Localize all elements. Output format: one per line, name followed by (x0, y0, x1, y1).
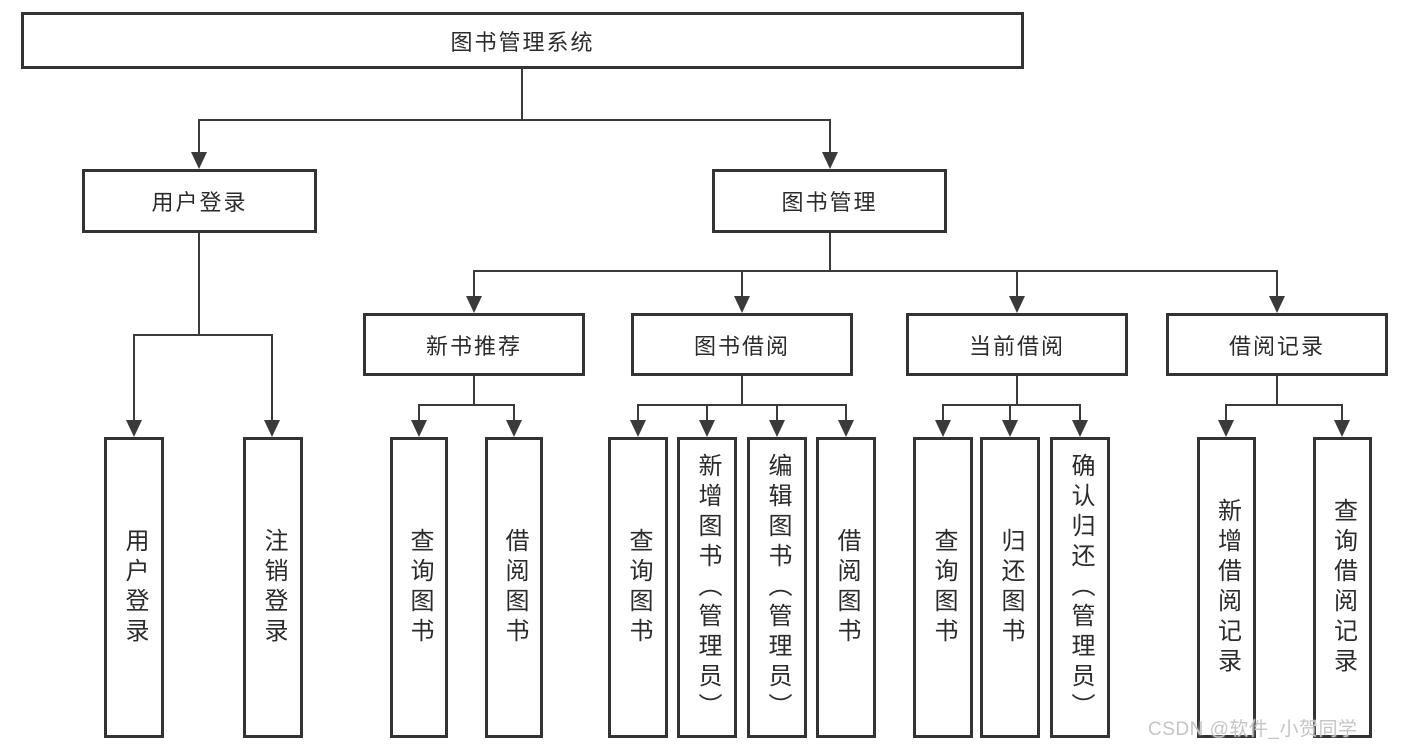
connector-drop-leaf (942, 404, 944, 421)
connector-drop-leaf (706, 404, 708, 421)
node-root-library-system: 图书管理系统 (21, 12, 1024, 69)
connector-drop-level3 (1016, 270, 1018, 297)
node-label: 当前借阅 (968, 333, 1065, 359)
leaf-confirm-return-admin: 确认归还（管理员） (1050, 437, 1110, 738)
leaf-borrow-books-recommend: 借阅图书 (485, 437, 543, 738)
connector-drop-leaf (1079, 404, 1081, 421)
connector-drop-level3 (473, 270, 475, 297)
connector-drop-leaf (513, 404, 515, 421)
arrow-down-icon (126, 420, 142, 437)
arrow-down-icon (699, 420, 715, 437)
connector-drop-leaf (637, 404, 639, 421)
leaf-label: 新增借阅记录 (1213, 497, 1241, 678)
leaf-query-books-recommend: 查询图书 (390, 437, 448, 738)
csdn-watermark: CSDN @软件_小贺同学 (1148, 719, 1358, 740)
leaf-label: 归还图书 (997, 527, 1024, 648)
leaf-return-books: 归还图书 (980, 437, 1040, 738)
leaf-add-borrow-record: 新增借阅记录 (1197, 437, 1256, 738)
arrow-down-icon (838, 420, 854, 437)
arrow-down-icon (1002, 420, 1018, 437)
leaf-label: 查询图书 (930, 527, 957, 648)
arrow-down-icon (1334, 420, 1350, 437)
connector-level2-hbar (198, 119, 831, 121)
arrow-down-icon (630, 420, 646, 437)
connector-drop-leaf (1225, 404, 1227, 421)
leaf-label: 用户登录 (121, 527, 148, 648)
node-label: 新书推荐 (425, 333, 522, 359)
connector-drop-leaf (133, 334, 135, 421)
connector-drop-leaf (845, 404, 847, 421)
connector-drop-leaf (776, 404, 778, 421)
connector-root-stem (521, 68, 523, 121)
connector-borrowing-stem (741, 376, 743, 406)
connector-records-hbar (1225, 404, 1343, 406)
leaf-logout: 注销登录 (243, 437, 303, 738)
connector-current-hbar (942, 404, 1081, 406)
connector-drop-book-management (829, 119, 831, 155)
arrow-down-icon (506, 420, 522, 437)
node-current-borrowing: 当前借阅 (906, 313, 1128, 376)
leaf-borrow-books: 借阅图书 (816, 437, 876, 738)
arrow-down-icon (822, 152, 838, 169)
leaf-label: 编辑图书（管理员） (764, 452, 791, 723)
node-label: 图书管理 (781, 190, 878, 215)
connector-user-login-hbar (133, 334, 273, 336)
arrow-down-icon (1269, 296, 1285, 313)
arrow-down-icon (769, 420, 785, 437)
leaf-label: 查询借阅记录 (1329, 497, 1357, 678)
leaf-label: 确认归还（管理员） (1067, 452, 1094, 723)
connector-recommend-stem (473, 376, 475, 406)
node-label: 借阅记录 (1228, 333, 1325, 359)
leaf-user-login: 用户登录 (104, 437, 164, 738)
leaf-add-books-admin: 新增图书（管理员） (677, 437, 737, 738)
arrow-down-icon (1009, 296, 1025, 313)
leaf-label: 新增图书（管理员） (694, 452, 721, 723)
leaf-query-books-current: 查询图书 (913, 437, 973, 738)
connector-drop-user-login (198, 119, 200, 155)
arrow-down-icon (191, 152, 207, 169)
leaf-query-borrow-record: 查询借阅记录 (1313, 437, 1372, 738)
leaf-label: 查询图书 (625, 527, 652, 648)
arrow-down-icon (466, 296, 482, 313)
connector-book-management-stem (829, 233, 831, 272)
connector-drop-leaf (1341, 404, 1343, 421)
arrow-down-icon (734, 296, 750, 313)
connector-drop-leaf (1009, 404, 1011, 421)
node-borrowing-records: 借阅记录 (1166, 313, 1388, 376)
connector-borrowing-hbar (637, 404, 847, 406)
connector-records-stem (1276, 376, 1278, 406)
leaf-label: 注销登录 (260, 527, 287, 648)
arrow-down-icon (935, 420, 951, 437)
node-book-borrowing: 图书借阅 (631, 313, 853, 376)
node-new-book-recommendation: 新书推荐 (363, 313, 585, 376)
node-label: 图书管理系统 (450, 29, 595, 55)
leaf-label: 借阅图书 (833, 527, 860, 648)
arrow-down-icon (1218, 420, 1234, 437)
connector-drop-leaf (271, 334, 273, 421)
node-label: 图书借阅 (693, 333, 790, 359)
connector-user-login-stem (198, 233, 200, 336)
connector-drop-level3 (1276, 270, 1278, 297)
connector-recommend-hbar (418, 404, 515, 406)
leaf-edit-books-admin: 编辑图书（管理员） (747, 437, 807, 738)
leaf-label: 查询图书 (406, 527, 433, 648)
arrow-down-icon (411, 420, 427, 437)
node-label: 用户登录 (151, 190, 248, 215)
leaf-label: 借阅图书 (501, 527, 528, 648)
arrow-down-icon (264, 420, 280, 437)
connector-drop-leaf (418, 404, 420, 421)
connector-drop-level3 (741, 270, 743, 297)
node-book-management: 图书管理 (712, 169, 947, 233)
arrow-down-icon (1072, 420, 1088, 437)
node-user-login: 用户登录 (82, 169, 317, 233)
leaf-query-books-borrow: 查询图书 (608, 437, 668, 738)
connector-current-stem (1016, 376, 1018, 406)
connector-level3-hbar (473, 270, 1278, 272)
